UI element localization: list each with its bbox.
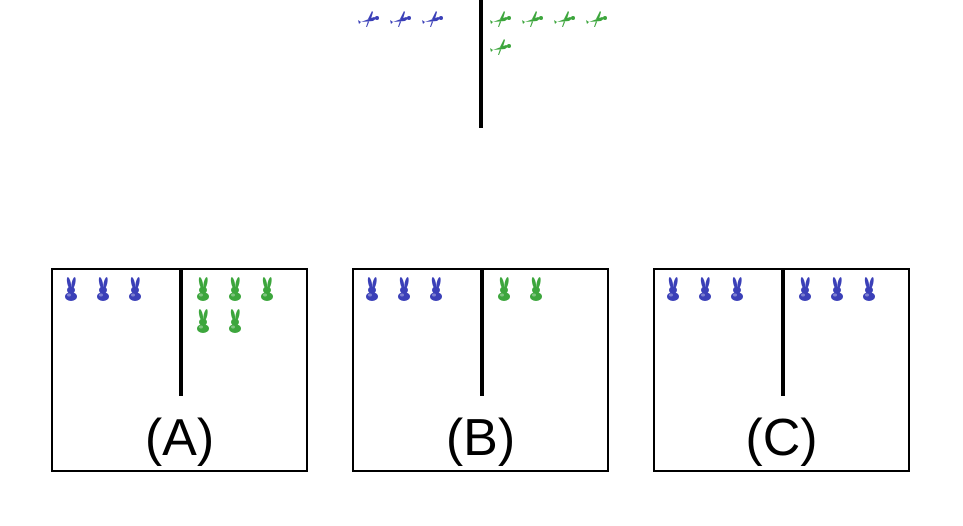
- rabbit-icon: [667, 277, 679, 301]
- bird-icon: [490, 39, 511, 55]
- rabbit-icon: [398, 277, 410, 301]
- option-panel-c[interactable]: (C): [653, 268, 910, 472]
- rabbit-icon: [261, 277, 273, 301]
- panel-b-right-group: [492, 276, 610, 302]
- panel-b-left-group: [360, 276, 475, 302]
- bird-icon: [586, 11, 607, 27]
- bird-icon: [390, 11, 411, 27]
- rabbit-icon: [430, 277, 442, 301]
- rabbit-icon: [863, 277, 875, 301]
- bird-icon: [522, 11, 543, 27]
- bird-icon: [490, 11, 511, 27]
- rabbit-icon: [530, 277, 542, 301]
- option-label-c: (C): [745, 409, 818, 467]
- panel-b-divider-line: [480, 270, 484, 396]
- bird-icon: [358, 11, 379, 27]
- panel-a-left-group: [59, 276, 174, 302]
- rabbit-icon: [97, 277, 109, 301]
- option-panel-a[interactable]: (A): [51, 268, 308, 472]
- rabbit-icon: [799, 277, 811, 301]
- option-label-b: (B): [445, 409, 516, 467]
- panel-c-right-group: [793, 276, 911, 302]
- rabbit-icon: [197, 277, 209, 301]
- panel-a-divider-line: [179, 270, 183, 396]
- rabbit-icon: [366, 277, 378, 301]
- rabbit-icon: [229, 277, 241, 301]
- rabbit-icon: [65, 277, 77, 301]
- rabbit-icon: [498, 277, 510, 301]
- question-diagram: [0, 0, 963, 140]
- top-left-group: [357, 8, 477, 30]
- panel-c-left-group: [661, 276, 776, 302]
- rabbit-icon: [731, 277, 743, 301]
- option-label-a: (A): [144, 409, 215, 467]
- top-divider-line: [479, 0, 483, 128]
- option-panel-b[interactable]: (B): [352, 268, 609, 472]
- rabbit-icon: [831, 277, 843, 301]
- rabbit-icon: [197, 309, 209, 333]
- bird-icon: [422, 11, 443, 27]
- rabbit-icon: [229, 309, 241, 333]
- rabbit-icon: [699, 277, 711, 301]
- panel-a-right-group: [191, 276, 309, 334]
- rabbit-icon: [129, 277, 141, 301]
- bird-icon: [554, 11, 575, 27]
- top-right-group: [489, 8, 629, 58]
- panel-c-divider-line: [781, 270, 785, 396]
